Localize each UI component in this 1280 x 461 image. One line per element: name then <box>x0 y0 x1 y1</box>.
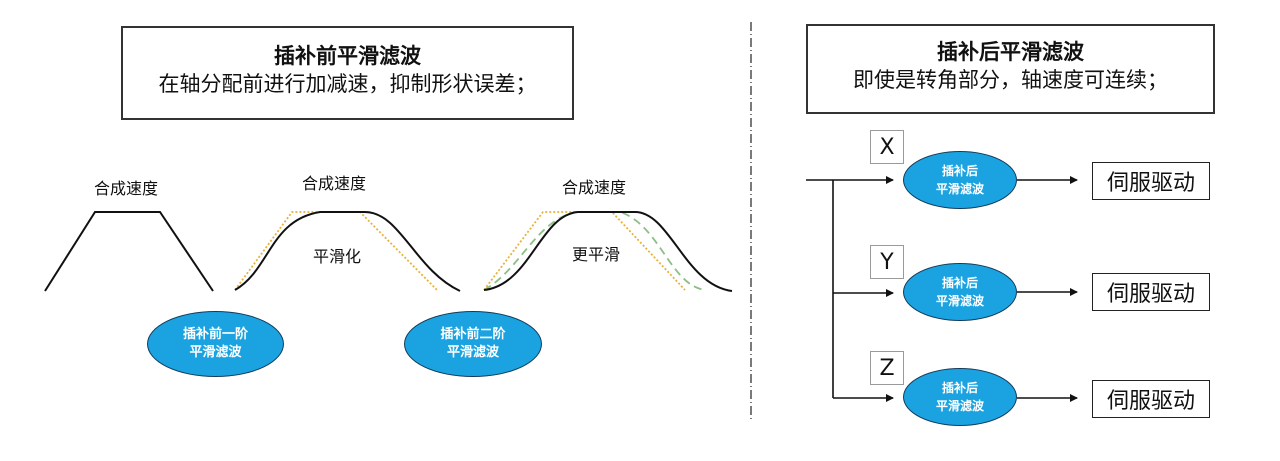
filter-line1: 插补后 <box>941 164 978 178</box>
filter-line1: 插补前一阶 <box>182 327 248 342</box>
filter-line1: 插补后 <box>941 381 978 395</box>
post-interpolation-title-box: 插补后平滑滤波 即使是转角部分，轴速度可连续； <box>806 24 1215 114</box>
curve-annotation-smoothed: 平滑化 <box>313 247 362 266</box>
servo-drive-x: 伺服驱动 <box>1092 162 1210 200</box>
post-interpolation-subtitle: 即使是转角部分，轴速度可连续； <box>853 68 1168 92</box>
velocity-curve-second-order <box>483 211 733 292</box>
curve-label-synthetic-speed-3: 合成速度 <box>562 178 627 197</box>
pre-second-order-filter: 插补前二阶 平滑滤波 <box>404 311 542 377</box>
curve-label-synthetic-speed-2: 合成速度 <box>302 174 367 193</box>
pre-interpolation-subtitle: 在轴分配前进行加减速，抑制形状误差； <box>158 72 537 96</box>
post-filter-x: 插补后 平滑滤波 <box>903 151 1017 209</box>
pre-interpolation-title: 插补前平滑滤波 <box>274 44 421 68</box>
filter-line2: 平滑滤波 <box>935 399 984 413</box>
filter-line2: 平滑滤波 <box>935 294 984 308</box>
filter-line2: 平滑滤波 <box>189 345 242 360</box>
curve-label-synthetic-speed-1: 合成速度 <box>94 179 159 198</box>
post-filter-y: 插补后 平滑滤波 <box>903 263 1017 321</box>
filter-line2: 平滑滤波 <box>935 182 984 196</box>
filter-line1: 插补前二阶 <box>440 327 506 342</box>
axis-tag-y: Y <box>870 245 904 279</box>
flow-connectors <box>806 176 1078 402</box>
servo-drive-y: 伺服驱动 <box>1092 273 1210 311</box>
servo-drive-z: 伺服驱动 <box>1092 380 1210 418</box>
axis-tag-x: X <box>870 130 904 164</box>
filter-line1: 插补后 <box>941 276 978 290</box>
curve-annotation-smoother: 更平滑 <box>572 245 621 264</box>
velocity-curve-raw <box>44 211 214 292</box>
filter-line2: 平滑滤波 <box>446 345 499 360</box>
post-interpolation-title: 插补后平滑滤波 <box>937 40 1084 64</box>
post-filter-z: 插补后 平滑滤波 <box>903 368 1017 426</box>
velocity-curve-first-order <box>234 211 461 292</box>
axis-tag-z: Z <box>870 351 904 385</box>
pre-interpolation-title-box: 插补前平滑滤波 在轴分配前进行加减速，抑制形状误差； <box>121 26 574 120</box>
pre-first-order-filter: 插补前一阶 平滑滤波 <box>147 311 284 377</box>
